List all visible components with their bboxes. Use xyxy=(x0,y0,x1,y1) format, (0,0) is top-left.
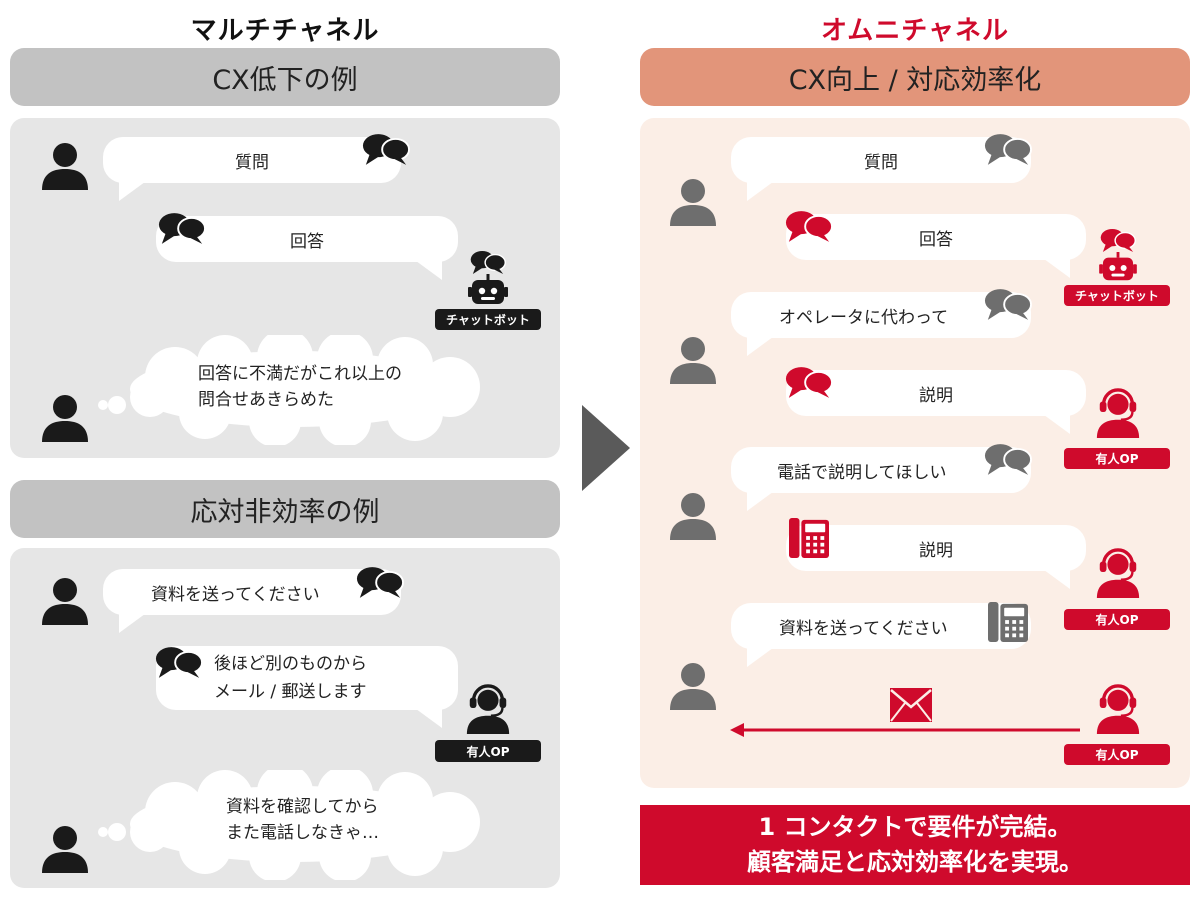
answer-text: 回答 xyxy=(290,231,324,252)
phone-icon xyxy=(789,518,829,558)
customer-person-icon xyxy=(40,140,90,190)
robot-icon xyxy=(1098,252,1138,284)
customer-person-icon xyxy=(40,392,90,442)
robot-icon xyxy=(468,274,508,308)
operator-tag: 有人OP xyxy=(1064,744,1170,765)
chat-icon xyxy=(984,133,1032,166)
multichannel-heading: マルチチャネル xyxy=(190,16,380,46)
handoff-request-bubble: オペレータに代わって xyxy=(731,292,1031,356)
explanation-text: 説明 xyxy=(919,385,953,406)
thought-cloud xyxy=(98,335,480,445)
thought-cloud xyxy=(98,770,480,880)
summary-line-2: 顧客満足と応対効率化を実現。 xyxy=(747,848,1083,876)
operator-icon xyxy=(1094,684,1142,734)
customer-person-icon xyxy=(40,823,90,873)
customer-person-icon xyxy=(668,334,718,384)
chat-icon xyxy=(356,566,404,599)
mail-envelope-icon xyxy=(890,688,932,722)
handoff-request-text: オペレータに代わって xyxy=(779,307,949,328)
chat-icon xyxy=(1100,228,1136,253)
chat-icon xyxy=(785,210,833,243)
chatbot-tag: チャットボット xyxy=(435,309,541,330)
chat-icon xyxy=(984,288,1032,321)
chat-icon xyxy=(785,366,833,399)
thought-text: 資料を確認してから また電話しなきゃ… xyxy=(226,797,379,843)
operator-tag: 有人OP xyxy=(1064,448,1170,469)
document-request-bubble: 資料を送ってください xyxy=(731,603,1031,667)
summary-line-1: 1 コンタクトで要件が完結。 xyxy=(758,813,1072,841)
question-text: 質問 xyxy=(864,152,898,173)
result-summary-box: 1 コンタクトで要件が完結。 顧客満足と応対効率化を実現。 xyxy=(640,805,1190,885)
operator-icon xyxy=(464,684,512,734)
question-bubble: 質問 xyxy=(731,137,1031,201)
chatbot-tag: チャットボット xyxy=(1064,285,1170,306)
operator-tag: 有人OP xyxy=(435,740,541,762)
transition-arrow-icon xyxy=(582,405,630,491)
mail-delivery-arrow xyxy=(730,723,1080,737)
request-text: 資料を送ってください xyxy=(151,584,320,605)
question-text: 質問 xyxy=(235,152,269,173)
phone-request-bubble: 電話で説明してほしい xyxy=(731,447,1031,511)
customer-person-icon xyxy=(668,660,718,710)
customer-person-icon xyxy=(40,575,90,625)
explanation-bubble: 説明 xyxy=(786,370,1086,434)
operator-tag: 有人OP xyxy=(1064,609,1170,630)
customer-person-icon xyxy=(668,490,718,540)
chat-icon xyxy=(158,212,206,245)
chat-icon xyxy=(470,250,506,275)
reply-text: 後ほど別のものから メール / 郵送します xyxy=(214,654,367,702)
omnichannel-heading: オムニチャネル xyxy=(821,16,1009,46)
chat-icon xyxy=(984,443,1032,476)
phone-icon xyxy=(988,602,1028,642)
inefficiency-banner: 応対非効率の例 xyxy=(10,480,560,538)
answer-bubble: 回答 xyxy=(156,216,458,280)
cx-decline-banner: CX低下の例 xyxy=(10,48,560,106)
reply-bubble: 後ほど別のものから メール / 郵送します xyxy=(156,646,458,728)
chat-icon xyxy=(155,646,203,679)
chat-icon xyxy=(362,133,410,166)
answer-text: 回答 xyxy=(919,229,953,250)
phone-explanation-text: 説明 xyxy=(919,540,953,561)
cx-improvement-banner: CX向上 / 対応効率化 xyxy=(640,48,1190,106)
customer-person-icon xyxy=(668,176,718,226)
document-request-text: 資料を送ってください xyxy=(779,618,948,639)
answer-bubble: 回答 xyxy=(786,214,1086,278)
operator-icon xyxy=(1094,548,1142,598)
phone-request-text: 電話で説明してほしい xyxy=(777,462,947,483)
request-bubble: 資料を送ってください xyxy=(103,569,401,633)
thought-text: 回答に不満だがこれ以上の 問合せあきらめた xyxy=(198,364,402,410)
operator-icon xyxy=(1094,388,1142,438)
phone-explanation-bubble: 説明 xyxy=(786,525,1086,589)
question-bubble: 質問 xyxy=(103,137,401,201)
